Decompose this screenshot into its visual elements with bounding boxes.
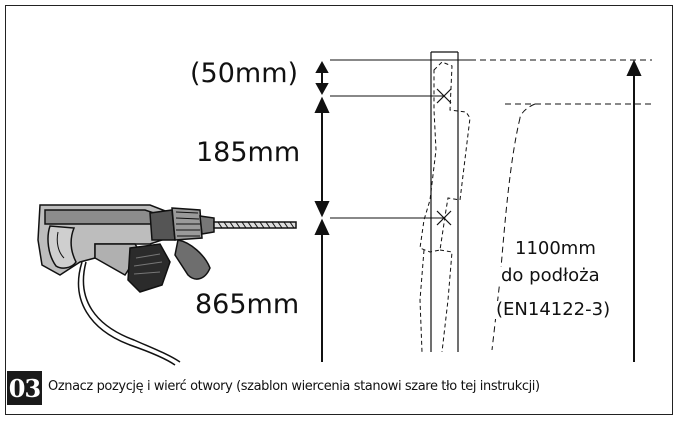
- top-offset-label: (50mm): [190, 58, 299, 89]
- hole-markers: [436, 88, 452, 226]
- lower-hole-height-label: 865mm: [195, 289, 300, 320]
- bracket-outline: [419, 61, 471, 353]
- dimension-arrows: [314, 59, 642, 362]
- step-instruction: Oznacz pozycję i wierć otwory (szablon w…: [48, 379, 540, 394]
- total-height-standard: (EN14122-3): [494, 299, 613, 320]
- total-height-reference: do podłoża: [499, 265, 602, 286]
- hole-spacing-label: 185mm: [196, 137, 301, 168]
- drill-icon: [37, 204, 297, 366]
- diagram-frame: [5, 5, 673, 415]
- post-profile: [430, 51, 459, 352]
- total-height-value: 1100mm: [513, 238, 598, 259]
- step-number-badge: 03: [7, 371, 42, 405]
